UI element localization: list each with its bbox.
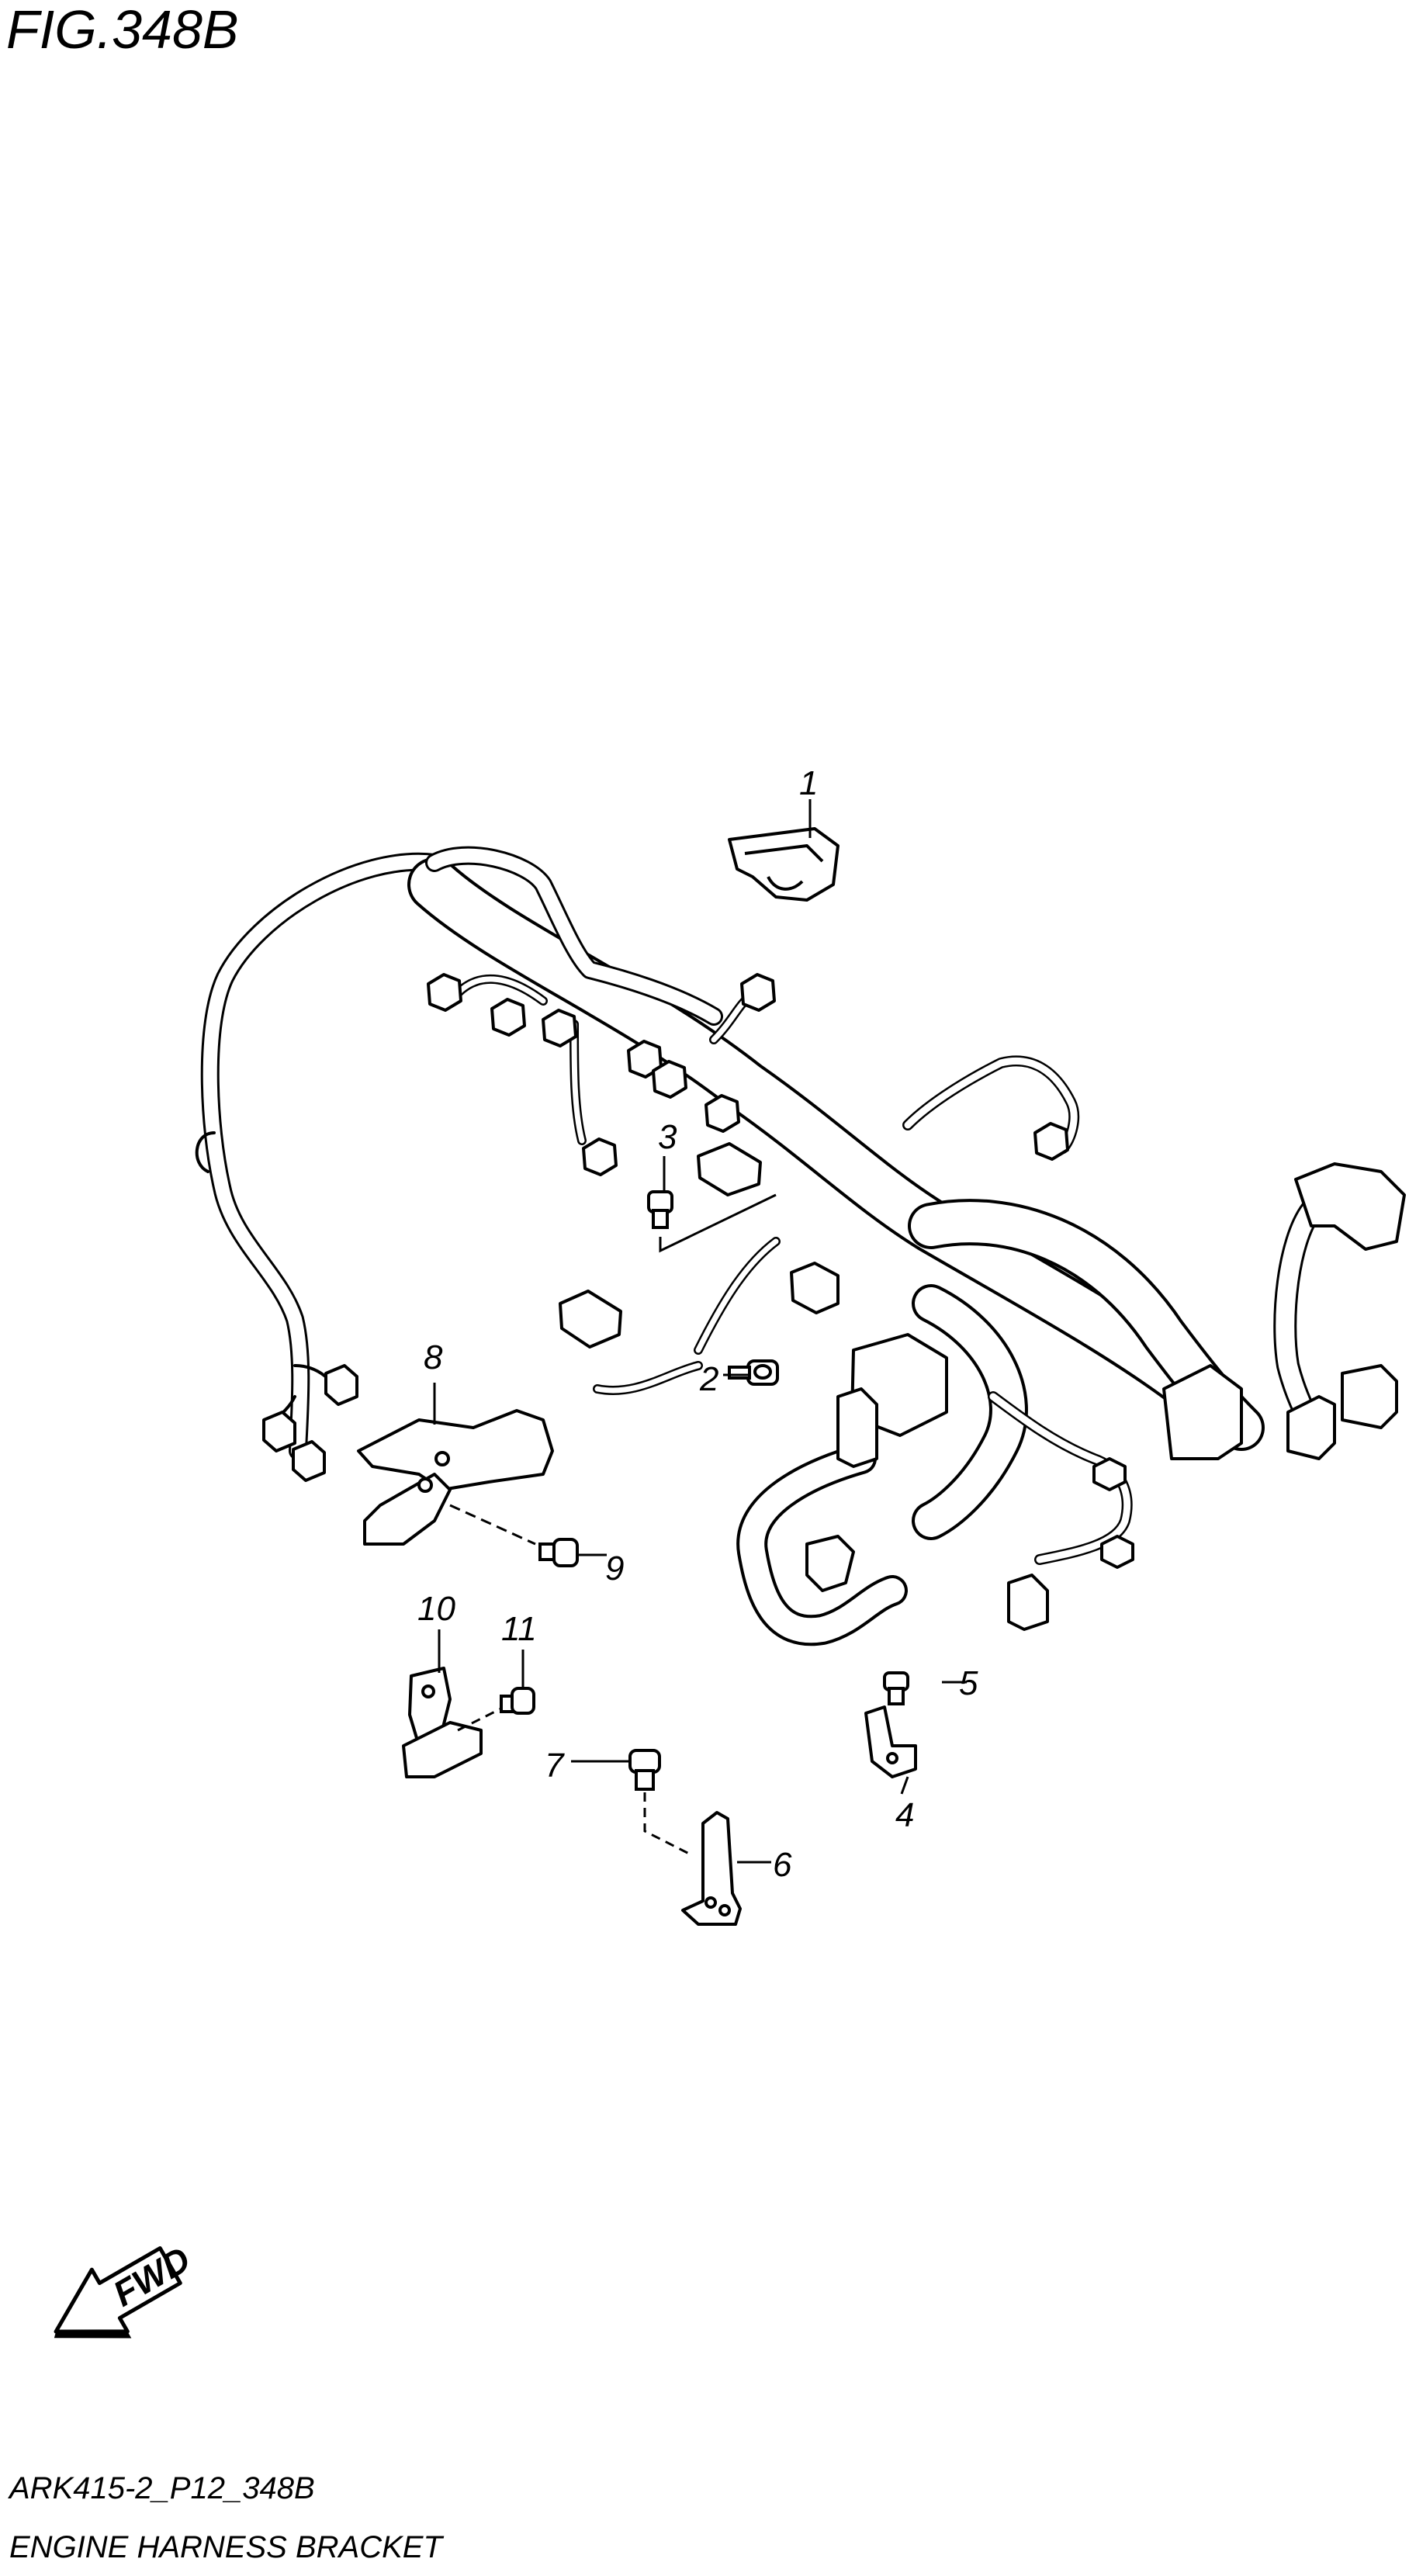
part-4-bracket bbox=[864, 1705, 917, 1778]
part-5-bolt bbox=[883, 1671, 909, 1705]
part-7-dashed-line bbox=[643, 1792, 691, 1856]
callout-1: 1 bbox=[799, 764, 818, 802]
callout-2: 2 bbox=[699, 1360, 718, 1398]
part-9-bolt bbox=[538, 1538, 579, 1567]
callout-labels: 1 2 3 4 5 6 7 8 9 10 11 bbox=[417, 764, 978, 1884]
part-8-bracket bbox=[357, 1409, 554, 1546]
part-3-bolt bbox=[647, 1190, 673, 1229]
figure-title: FIG.348B bbox=[6, 0, 239, 60]
part-11-bolt bbox=[500, 1687, 535, 1715]
callout-6: 6 bbox=[773, 1846, 792, 1884]
callout-4: 4 bbox=[895, 1796, 914, 1834]
figure-caption: ENGINE HARNESS BRACKET bbox=[9, 2530, 444, 2564]
part-10-dashed-line bbox=[457, 1705, 505, 1732]
fwd-label: FWD bbox=[106, 2238, 197, 2314]
callout-7: 7 bbox=[545, 1747, 565, 1785]
drawing-code: ARK415-2_P12_348B bbox=[8, 2471, 315, 2505]
callout-3: 3 bbox=[658, 1118, 677, 1156]
callout-5: 5 bbox=[959, 1664, 978, 1702]
part-7-bolt bbox=[628, 1749, 661, 1791]
part-1-clamp bbox=[728, 827, 840, 902]
fwd-arrow-icon: FWD bbox=[54, 2238, 197, 2339]
engine-harness bbox=[195, 846, 1331, 1646]
callout-11: 11 bbox=[501, 1610, 537, 1648]
callout-10: 10 bbox=[417, 1590, 455, 1628]
leader-lines bbox=[433, 799, 967, 1864]
part-2-bolt bbox=[728, 1359, 779, 1386]
part-3-leader bbox=[659, 1193, 777, 1253]
callout-8: 8 bbox=[424, 1338, 443, 1376]
part-8-dashed-line bbox=[449, 1504, 536, 1546]
part-6-bracket bbox=[681, 1811, 742, 1926]
harness-connectors bbox=[262, 973, 1406, 1631]
callout-9: 9 bbox=[605, 1549, 624, 1587]
part-10-bracket bbox=[402, 1667, 483, 1778]
